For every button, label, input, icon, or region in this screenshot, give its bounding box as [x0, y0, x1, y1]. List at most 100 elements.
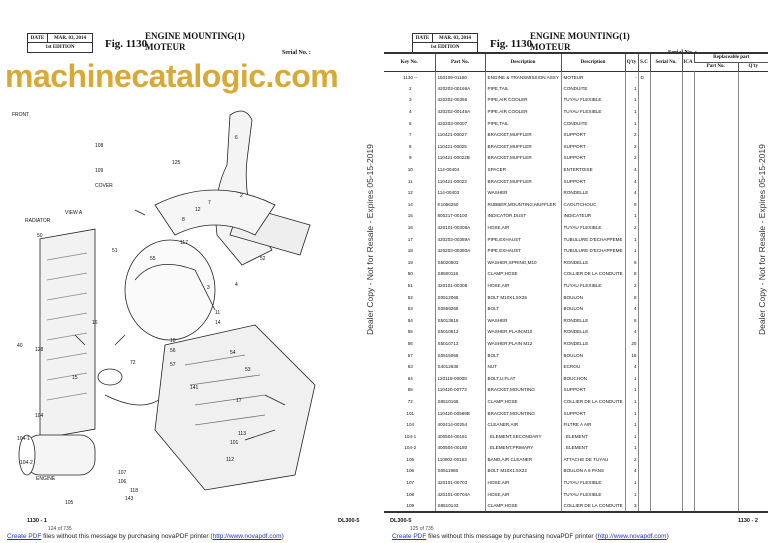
sc-cell: [637, 499, 650, 512]
replaceable-part-cell: [693, 395, 738, 408]
qty-cell: 4: [624, 175, 638, 187]
part-no-cell: 114-00403: [434, 186, 485, 199]
model-right: DL300-5: [390, 518, 412, 524]
header-replaceable-qty: Q'ty: [737, 62, 768, 71]
qty-cell: 8: [624, 268, 638, 280]
description-cell: BOLT M10X1.5X22: [484, 465, 561, 477]
key-no-cell: 105: [406, 456, 415, 462]
replaceable-part-cell: [693, 372, 738, 385]
replaceable-part-cell: [693, 499, 738, 512]
description-fr-cell: TUBULURE D'ECHAPPEME: [560, 244, 625, 257]
key-no-cell: 19: [407, 259, 413, 265]
replaceable-qty-cell: [737, 499, 768, 512]
callout-label: ENGINE: [36, 476, 56, 482]
ica-cell: [681, 244, 694, 257]
key-no-cell: 1130 --: [403, 74, 418, 80]
sc-cell: [637, 453, 650, 466]
description-cell: HOSE,AIR: [484, 221, 561, 234]
part-no-cell: K1056250: [434, 198, 485, 211]
key-no-cell: 7: [408, 132, 412, 138]
replaceable-part-cell: [693, 198, 738, 211]
nova-text: files without this message by purchasing…: [426, 533, 598, 540]
description-fr-cell: ECROU: [560, 360, 625, 373]
sc-cell: [637, 360, 650, 373]
part-no-cell: 400504-00180: [434, 442, 485, 454]
key-no-cell: 52: [407, 294, 413, 300]
part-no-cell: S0515066: [434, 349, 485, 361]
qty-cell: 2: [624, 140, 638, 153]
replaceable-part-cell: [693, 221, 738, 234]
replaceable-part-cell: [693, 186, 738, 199]
replaceable-qty-cell: [737, 372, 768, 385]
replaceable-qty-cell: [737, 279, 768, 292]
description-cell: BAND,AIR CLEANER: [484, 453, 561, 466]
description-cell: PIPE,AIR COOLER: [484, 94, 561, 106]
key-no-cell: 8: [408, 143, 412, 149]
description-cell: SPACER: [484, 163, 561, 176]
replaceable-qty-cell: [737, 117, 768, 129]
description-fr-cell: COLLIER DE LA CONDUITE: [560, 268, 625, 280]
ica-cell: [681, 291, 694, 303]
part-no-cell: 420101-00703: [434, 476, 485, 489]
header-part-no: Part No.: [434, 53, 485, 71]
create-pdf-link[interactable]: Create PDF: [7, 533, 42, 540]
replaceable-qty-cell: [737, 128, 768, 141]
description-cell: WASHER: [484, 186, 561, 199]
novapdf-url-link[interactable]: http://www.novapdf.com: [212, 533, 282, 540]
header-key-no: Key No.: [400, 59, 418, 65]
ica-cell: [681, 360, 694, 373]
description-cell: CLEANER,AIR: [484, 418, 561, 431]
description-fr-cell: COLLIER DE LA CONDUITE: [560, 499, 625, 512]
callout-label: 52: [260, 256, 266, 262]
key-no-cell: 108: [406, 491, 415, 497]
replaceable-part-cell: [693, 384, 738, 396]
replaceable-qty-cell: [737, 82, 768, 95]
description-fr-cell: BOUCHON: [560, 372, 625, 385]
description-cell: BOLT M10X1.5X25: [484, 291, 561, 303]
sc-cell: [637, 442, 650, 454]
serial-cell: [649, 82, 682, 95]
callout-label: 109: [95, 168, 104, 174]
callout-label: 125: [172, 160, 181, 166]
key-no-cell: 63: [407, 364, 413, 370]
ica-cell: [681, 418, 694, 431]
edition: 1st EDITION: [45, 45, 75, 50]
header-replaceable-part: Part No.: [706, 64, 725, 69]
replaceable-qty-cell: [737, 221, 768, 234]
title-fr: MOTEUR: [530, 42, 571, 52]
nova-close: ): [281, 533, 284, 540]
serial-cell: [649, 442, 682, 454]
nova-notice-right: Create PDF files without this message by…: [392, 533, 669, 540]
callout-label: 104: [35, 413, 44, 419]
ica-cell: [681, 395, 694, 408]
ica-cell: [681, 384, 694, 396]
serial-cell: [649, 349, 682, 361]
novapdf-url-link[interactable]: http://www.novapdf.com: [597, 533, 667, 540]
replaceable-part-cell: [693, 268, 738, 280]
serial-cell: [649, 163, 682, 176]
ica-cell: [681, 163, 694, 176]
description-fr-cell: TUYAU FLEXIBLE: [560, 105, 625, 118]
ica-cell: [681, 210, 694, 222]
qty-cell: 1: [624, 372, 638, 385]
serial-cell: [649, 175, 682, 187]
description-cell: BOLT: [484, 349, 561, 361]
replaceable-part-cell: [693, 488, 738, 500]
create-pdf-link[interactable]: Create PDF: [392, 533, 427, 540]
description-cell: PIPE,EXHAUST: [484, 233, 561, 245]
qty-cell: 1: [624, 105, 638, 118]
callout-label: 113: [238, 431, 246, 437]
qty-cell: 2: [624, 453, 638, 466]
qty-cell: 1: [624, 210, 638, 222]
nova-close: ): [666, 533, 669, 540]
replaceable-qty-cell: [737, 337, 768, 350]
ica-cell: [681, 453, 694, 466]
part-no-cell: 420202-00356: [434, 94, 485, 106]
description-cell: PIPE,AIR COOLER: [484, 105, 561, 118]
